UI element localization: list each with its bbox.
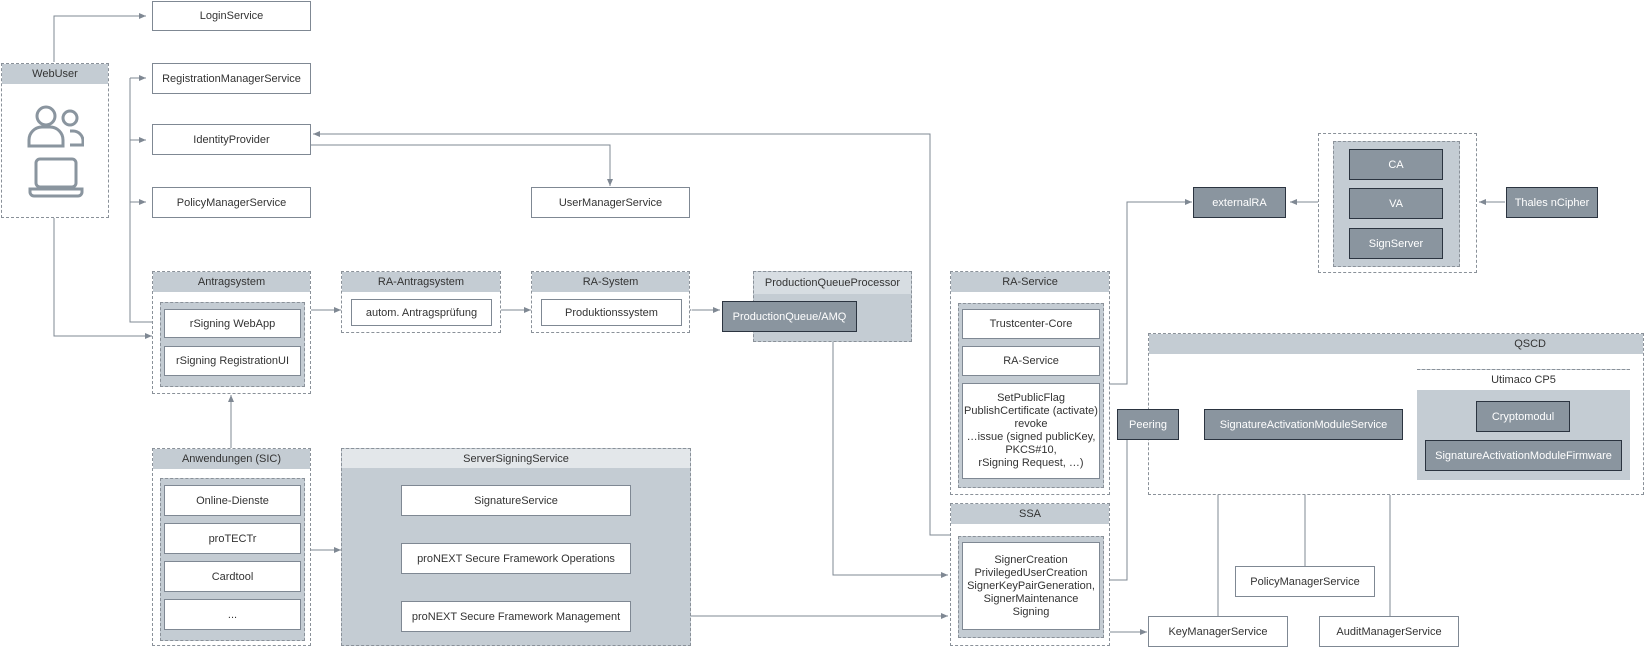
identity-provider[interactable]: IdentityProvider [152,124,311,155]
op-signercreation: SignerCreation [994,553,1068,566]
antragsystem-group: Antragsystem rSigning WebApp rSigning Re… [152,271,311,394]
op-signerkeypairgeneration: SignerKeyPairGeneration, [967,579,1095,592]
ssa-title: SSA [951,504,1109,524]
audit-manager-service[interactable]: AuditManagerService [1319,616,1459,647]
ra-service-item[interactable]: RA-Service [962,346,1100,376]
policy-manager-service[interactable]: PolicyManagerService [152,187,311,218]
production-queue-processor-title: ProductionQueueProcessor [754,272,911,294]
signserver-box[interactable]: SignServer [1349,228,1443,259]
ra-service-operations[interactable]: SetPublicFlag PublishCertificate (activa… [962,383,1100,479]
peering[interactable]: Peering [1117,409,1179,440]
ssa-inner: SignerCreation PrivilegedUserCreation Si… [958,536,1104,638]
ra-system-group: RA-System Produktionssystem [531,271,690,333]
antragsystem-inner: rSigning WebApp rSigning RegistrationUI [160,302,305,387]
anwendungen-group: Anwendungen (SIC) Online-Dienste proTECT… [152,448,311,646]
signature-service[interactable]: SignatureService [401,485,631,516]
webuser-group: WebUser [1,63,109,218]
registration-manager-service[interactable]: RegistrationManagerService [152,63,311,94]
anwendungen-inner: Online-Dienste proTECTr Cardtool ... [160,478,305,641]
autom-antragspruefung[interactable]: autom. Antragsprüfung [351,299,492,326]
ca-box[interactable]: CA [1349,149,1443,180]
op-privilegedusercreation: PrivilegedUserCreation [974,566,1088,579]
external-ra[interactable]: externalRA [1193,187,1286,218]
ca-group-inner: CA VA SignServer [1333,141,1460,267]
op-revoke: revoke [1014,418,1048,430]
op-publishcertificate: PublishCertificate (activate) [964,405,1098,417]
cryptomodul[interactable]: Cryptomodul [1476,401,1570,432]
server-signing-service-title: ServerSigningService [342,449,690,468]
qscd-title: QSCD [1149,334,1643,354]
ca-group: CA VA SignServer [1318,133,1477,273]
ssa-operations[interactable]: SignerCreation PrivilegedUserCreation Si… [962,542,1100,630]
utimaco-group: Utimaco CP5 Cryptomodul SignatureActivat… [1417,369,1630,480]
antragsystem-title: Antragsystem [153,272,310,292]
ra-antragsystem-title: RA-Antragsystem [342,272,500,292]
more-apps[interactable]: ... [164,599,301,630]
production-queue-amq[interactable]: ProductionQueue/AMQ [722,301,857,332]
op-pkcs10: PKCS#10, [1005,444,1057,456]
users-icon [26,104,85,150]
va-box[interactable]: VA [1349,188,1443,219]
login-service[interactable]: LoginService [152,1,311,31]
key-manager-service[interactable]: KeyManagerService [1148,616,1288,647]
pronext-management[interactable]: proNEXT Secure Framework Management [401,601,631,632]
ra-system-title: RA-System [532,272,689,292]
thales-ncipher[interactable]: Thales nCipher [1506,187,1598,218]
server-signing-service-group: ServerSigningService SignatureService pr… [341,448,691,646]
op-signermaintenance: SignerMaintenance [983,592,1079,605]
ra-service-title: RA-Service [951,272,1109,292]
op-signing: Signing [1012,605,1050,618]
rsigning-webapp[interactable]: rSigning WebApp [164,309,301,338]
ssa-group: SSA SignerCreation PrivilegedUserCreatio… [950,503,1110,646]
ra-service-inner: Trustcenter-Core RA-Service SetPublicFla… [958,303,1104,488]
sam-firmware[interactable]: SignatureActivationModuleFirmware [1425,440,1622,471]
anwendungen-title: Anwendungen (SIC) [153,449,310,469]
trustcenter-core[interactable]: Trustcenter-Core [962,309,1100,339]
op-setpublicflag: SetPublicFlag [997,392,1065,404]
laptop-icon [28,157,84,199]
op-issue: …issue (signed publicKey, [966,431,1096,443]
protectr[interactable]: proTECTr [164,523,301,554]
online-dienste[interactable]: Online-Dienste [164,485,301,516]
ra-service-group: RA-Service Trustcenter-Core RA-Service S… [950,271,1110,495]
rsigning-registrationui[interactable]: rSigning RegistrationUI [164,346,301,376]
user-manager-service[interactable]: UserManagerService [531,187,690,218]
produktionssystem[interactable]: Produktionssystem [541,299,682,326]
cardtool[interactable]: Cardtool [164,561,301,592]
webuser-title: WebUser [2,64,108,84]
signature-activation-module-service[interactable]: SignatureActivationModuleService [1204,409,1403,440]
pronext-operations[interactable]: proNEXT Secure Framework Operations [401,543,631,574]
policy-manager-service-bottom[interactable]: PolicyManagerService [1235,566,1375,597]
utimaco-title: Utimaco CP5 [1417,370,1630,390]
ra-antragsystem-group: RA-Antragsystem autom. Antragsprüfung [341,271,501,333]
op-rsigning-request: rSigning Request, …) [978,457,1084,469]
